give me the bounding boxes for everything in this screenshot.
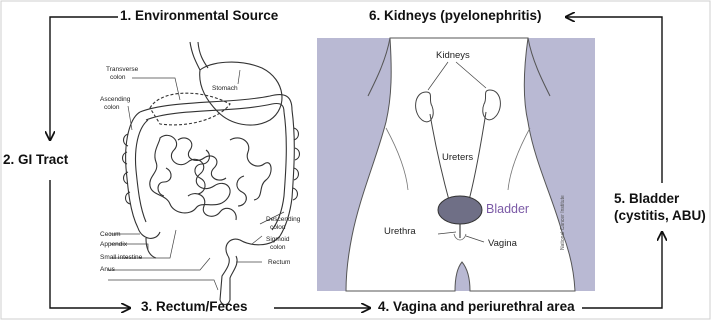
- step-vagina-periurethral: 4. Vagina and periurethral area: [378, 299, 575, 314]
- label-anus: Anus: [100, 266, 115, 273]
- arrow-source-to-gi: [50, 17, 118, 140]
- urinary-panel: [317, 38, 595, 291]
- step-environmental-source: 1. Environmental Source: [120, 8, 278, 23]
- label-descending-colon-2: colon: [270, 224, 286, 231]
- label-kidneys: Kidneys: [436, 50, 470, 61]
- label-image-credit: National Cancer Institute: [560, 195, 566, 250]
- ascending-colon: [126, 112, 140, 228]
- stomach-shape: [200, 62, 282, 125]
- bladder-shape: [438, 196, 482, 224]
- label-cecum: Cecum: [100, 231, 121, 238]
- step-bladder: 5. Bladder: [614, 191, 679, 206]
- step-bladder-detail: (cystitis, ABU): [614, 208, 706, 223]
- label-ascending-colon: Ascending: [100, 96, 130, 103]
- label-ascending-colon-2: colon: [104, 104, 120, 111]
- small-intestine: [150, 135, 230, 213]
- label-sigmoid-colon-2: colon: [270, 244, 286, 251]
- label-ureters: Ureters: [442, 152, 473, 163]
- label-transverse-colon: Transverse: [106, 66, 138, 73]
- appendix: [146, 238, 156, 258]
- label-appendix: Appendix: [100, 241, 127, 248]
- step-kidneys: 6. Kidneys (pyelonephritis): [369, 8, 542, 23]
- label-transverse-colon-2: colon: [110, 74, 126, 81]
- rectum: [220, 256, 229, 300]
- label-urethra: Urethra: [384, 226, 416, 237]
- label-small-intestine: Small intestine: [100, 254, 142, 261]
- step-gi-tract: 2. GI Tract: [3, 152, 68, 167]
- label-stomach: Stomach: [212, 85, 238, 92]
- label-bladder: Bladder: [486, 202, 529, 216]
- label-sigmoid-colon: Sigmoid: [266, 236, 289, 243]
- cecum: [138, 228, 160, 238]
- step-rectum-feces: 3. Rectum/Feces: [141, 299, 248, 314]
- label-descending-colon: Descending: [266, 216, 300, 223]
- label-vagina: Vagina: [488, 238, 517, 249]
- label-rectum: Rectum: [268, 259, 290, 266]
